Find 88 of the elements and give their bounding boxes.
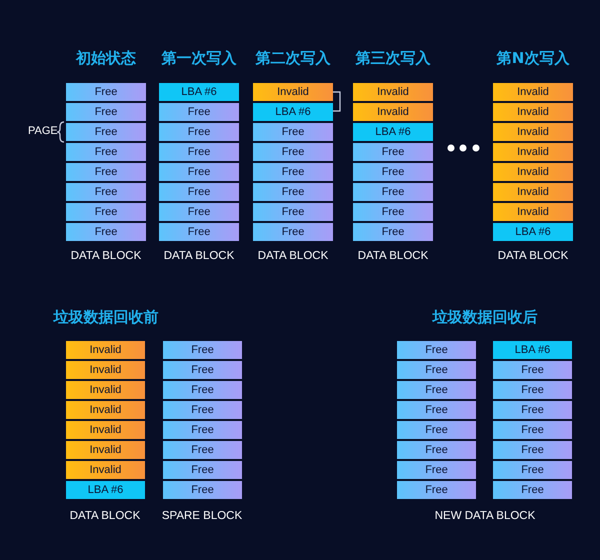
page-cell: Free bbox=[159, 103, 239, 121]
page-cell: Invalid bbox=[493, 103, 573, 121]
block-label: DATA BLOCK bbox=[358, 250, 428, 262]
page-cell: Free bbox=[397, 401, 476, 419]
page-cell: Free bbox=[397, 421, 476, 439]
page-cell: Free bbox=[353, 143, 433, 161]
page-cell: Free bbox=[493, 441, 572, 459]
page-cell: Free bbox=[66, 83, 146, 101]
page-cell: Free bbox=[493, 461, 572, 479]
block-label: DATA BLOCK bbox=[70, 250, 142, 262]
page-cell: Free bbox=[163, 381, 242, 399]
block-label: DATA BLOCK bbox=[70, 510, 140, 522]
page-cell: Invalid bbox=[493, 123, 573, 141]
block-label: DATA BLOCK bbox=[164, 250, 234, 262]
page-cell: Free bbox=[353, 163, 433, 181]
page-cell: Free bbox=[159, 123, 239, 141]
page-cell: Free bbox=[253, 123, 333, 141]
page-cell: LBA #6 bbox=[493, 341, 572, 359]
page-cell: Free bbox=[159, 163, 239, 181]
page-cell: Invalid bbox=[353, 103, 433, 121]
page-cell: Free bbox=[353, 223, 433, 241]
page-cell: Free bbox=[253, 143, 333, 161]
page-cell: Invalid bbox=[493, 143, 573, 161]
page-cell: Free bbox=[353, 203, 433, 221]
page-cell: Free bbox=[397, 361, 476, 379]
page-cell: Invalid bbox=[66, 441, 145, 459]
page-cell: Invalid bbox=[66, 381, 145, 399]
page-cell: Invalid bbox=[493, 203, 573, 221]
page-cell: Free bbox=[493, 421, 572, 439]
page-cell: Free bbox=[493, 401, 572, 419]
page-cell: LBA #6 bbox=[253, 103, 333, 121]
page-cell: Free bbox=[66, 203, 146, 221]
page-cell: Free bbox=[253, 163, 333, 181]
page-cell: Free bbox=[159, 183, 239, 201]
page-cell: Free bbox=[163, 461, 242, 479]
column-title: 第N次写入 bbox=[496, 49, 570, 68]
page-cell: Invalid bbox=[493, 183, 573, 201]
page-cell: Invalid bbox=[66, 401, 145, 419]
page-cell: Free bbox=[66, 223, 146, 241]
page-cell: LBA #6 bbox=[353, 123, 433, 141]
page-cell: Invalid bbox=[66, 461, 145, 479]
page-label: PAGE bbox=[28, 125, 58, 137]
page-cell: Free bbox=[253, 223, 333, 241]
page-cell: LBA #6 bbox=[159, 83, 239, 101]
page-cell: Free bbox=[397, 461, 476, 479]
page-cell: Free bbox=[66, 183, 146, 201]
page-cell: Invalid bbox=[253, 83, 333, 101]
page-cell: Free bbox=[397, 381, 476, 399]
column-title: 第二次写入 bbox=[256, 49, 330, 68]
page-cell: LBA #6 bbox=[493, 223, 573, 241]
page-cell: Free bbox=[163, 481, 242, 499]
page-cell: Free bbox=[397, 481, 476, 499]
block-label: NEW DATA BLOCK bbox=[434, 510, 536, 522]
page-cell: Free bbox=[493, 381, 572, 399]
page-cell: Free bbox=[159, 223, 239, 241]
page-cell: Free bbox=[253, 183, 333, 201]
page-cell: Free bbox=[66, 103, 146, 121]
page-cell: Free bbox=[353, 183, 433, 201]
page-cell: Free bbox=[159, 143, 239, 161]
page-cell: Free bbox=[163, 361, 242, 379]
column-title: 第一次写入 bbox=[162, 49, 236, 68]
page-cell: Invalid bbox=[353, 83, 433, 101]
column-title: 初始状态 bbox=[76, 49, 136, 68]
column-title: 第三次写入 bbox=[356, 49, 430, 68]
page-cell: Free bbox=[163, 441, 242, 459]
page-cell: Free bbox=[163, 421, 242, 439]
page-cell: Free bbox=[66, 143, 146, 161]
block-label: DATA BLOCK bbox=[258, 250, 328, 262]
block-label: DATA BLOCK bbox=[498, 250, 568, 262]
page-cell: Free bbox=[163, 401, 242, 419]
page-cell: Invalid bbox=[66, 341, 145, 359]
page-cell: Invalid bbox=[493, 163, 573, 181]
page-cell: Free bbox=[493, 481, 572, 499]
page-cell: Invalid bbox=[493, 83, 573, 101]
page-cell: Free bbox=[66, 163, 146, 181]
page-cell: Free bbox=[253, 203, 333, 221]
section-title: 垃圾数据回收后 bbox=[432, 308, 538, 327]
page-cell: Free bbox=[159, 203, 239, 221]
page-cell: Invalid bbox=[66, 361, 145, 379]
block-label: SPARE BLOCK bbox=[162, 510, 242, 522]
page-cell: Invalid bbox=[66, 421, 145, 439]
page-cell: LBA #6 bbox=[66, 481, 145, 499]
page-cell: Free bbox=[397, 341, 476, 359]
page-cell: Free bbox=[66, 123, 146, 141]
page-cell: Free bbox=[397, 441, 476, 459]
page-cell: Free bbox=[163, 341, 242, 359]
page-cell: Free bbox=[493, 361, 572, 379]
section-title: 垃圾数据回收前 bbox=[54, 308, 158, 327]
